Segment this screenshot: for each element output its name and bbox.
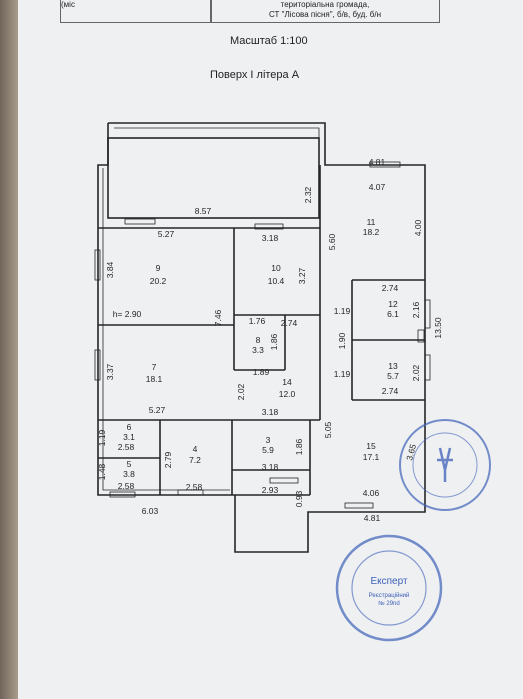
- dim-2-74-a: 2.74: [382, 283, 399, 293]
- dim-4-81-bottom: 4.81: [364, 513, 381, 523]
- room-6-number: 6: [127, 422, 132, 432]
- dim-h-2-90: h= 2.90: [113, 309, 142, 319]
- dim-1-19-a: 1.19: [334, 306, 351, 316]
- room-12-area: 6.1: [387, 309, 399, 319]
- book-binding: [0, 0, 18, 699]
- room-8-area: 3.3: [252, 345, 264, 355]
- stamp-round-1: [399, 419, 491, 511]
- room-10-area: 10.4: [268, 276, 285, 286]
- dim-1-76: 1.76: [249, 316, 266, 326]
- room-14-number: 14: [282, 377, 292, 387]
- room-14-area: 12.0: [279, 389, 296, 399]
- room-10-number: 10: [271, 263, 281, 273]
- dim-2-93: 2.93: [262, 485, 279, 495]
- dim-2-02-b: 2.02: [411, 364, 421, 381]
- header-right-line2: СТ "Лісова пісня", б/в, буд. б/н: [269, 10, 381, 19]
- dim-3-18-b: 3.18: [262, 407, 279, 417]
- dim-5-27-a: 5.27: [158, 229, 175, 239]
- header-right-line1: територіальна громада,: [280, 0, 370, 9]
- outer-wall: [97, 122, 426, 553]
- dim-4-07: 4.07: [369, 182, 386, 192]
- dim-1-19-c: 1.19: [97, 429, 107, 446]
- room-13-area: 5.7: [387, 371, 399, 381]
- dim-3-65: 3.65: [404, 443, 418, 462]
- dim-1-89: 1.89: [253, 367, 270, 377]
- room-6-area: 3.1: [123, 432, 135, 442]
- dim-2-58-b: 2.58: [118, 481, 135, 491]
- room-3-number: 3: [266, 435, 271, 445]
- dim-1-86-a: 1.86: [269, 333, 279, 350]
- dim-3-27: 3.27: [297, 267, 307, 284]
- dim-0-93: 0.93: [294, 490, 304, 507]
- room-13-number: 13: [388, 361, 398, 371]
- header-left-text: (міс: [61, 0, 75, 9]
- stamp-round-2: Експерт Реєстраційний № 29nd: [335, 534, 443, 642]
- dim-4-00: 4.00: [413, 219, 423, 236]
- document-page: (міс територіальна громада, СТ "Лісова п…: [18, 0, 523, 699]
- dim-2-16: 2.16: [411, 301, 421, 318]
- dim-3-18-a: 3.18: [262, 233, 279, 243]
- room-4-number: 4: [193, 444, 198, 454]
- dim-5-27-b: 5.27: [149, 405, 166, 415]
- dim-13-50: 13.50: [433, 317, 443, 339]
- room-15-area: 17.1: [363, 452, 380, 462]
- room-9-number: 9: [156, 263, 161, 273]
- dim-1-86-b: 1.86: [294, 438, 304, 455]
- dim-5-60: 5.60: [327, 233, 337, 250]
- stamp-reg-number: № 29nd: [378, 600, 399, 607]
- dim-2-58-a: 2.58: [118, 442, 135, 452]
- room-11-number: 11: [367, 217, 376, 227]
- dim-2-02-a: 2.02: [236, 383, 246, 400]
- room-3-area: 5.9: [262, 445, 274, 455]
- dim-2-32: 2.32: [303, 186, 313, 203]
- room-5-area: 3.8: [123, 469, 135, 479]
- dim-6-03: 6.03: [142, 506, 159, 516]
- stamp-reg-label: Реєстраційний: [369, 592, 410, 599]
- dim-2-74-b: 2.74: [281, 318, 298, 328]
- dim-5-05: 5.05: [323, 421, 333, 438]
- room-15-number: 15: [366, 441, 376, 451]
- dim-3-84: 3.84: [105, 261, 115, 278]
- scale-label: Масштаб 1:100: [230, 35, 308, 47]
- dim-2-79: 2.79: [163, 451, 173, 468]
- dim-8-57: 8.57: [195, 206, 212, 216]
- dim-3-37: 3.37: [105, 363, 115, 380]
- dim-3-18-c: 3.18: [262, 462, 279, 472]
- dim-2-74-c: 2.74: [382, 386, 399, 396]
- room-12-number: 12: [388, 299, 398, 309]
- dim-1-19-b: 1.19: [334, 369, 351, 379]
- dim-4-06: 4.06: [363, 488, 380, 498]
- header-right-cell: територіальна громада, СТ "Лісова пісня"…: [210, 0, 440, 23]
- room-7-number: 7: [152, 362, 157, 372]
- dim-4-81-top: 4.81: [369, 157, 386, 167]
- dim-7-46: 7.46: [213, 309, 223, 326]
- room-5-number: 5: [127, 459, 132, 469]
- dim-2-58-c: 2.58: [186, 482, 203, 492]
- room-11-area: 18.2: [363, 227, 380, 237]
- floor-label: Поверх I літера А: [210, 69, 300, 81]
- dim-1-48: 1.48: [97, 463, 107, 480]
- room-4-area: 7.2: [189, 455, 201, 465]
- room-7-area: 18.1: [146, 374, 163, 384]
- room-9-area: 20.2: [150, 276, 167, 286]
- dim-1-90: 1.90: [337, 332, 347, 349]
- header-left-cell: (міс: [60, 0, 212, 23]
- stamp-expert-label: Експерт: [370, 576, 407, 587]
- room-8-number: 8: [256, 335, 261, 345]
